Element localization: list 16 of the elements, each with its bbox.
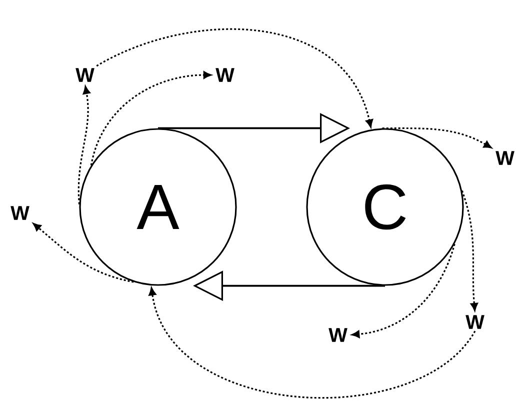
arrow bbox=[96, 28, 374, 128]
circle-node: A bbox=[79, 128, 237, 286]
arrow bbox=[461, 190, 478, 311]
arrow bbox=[32, 223, 134, 283]
letter-label: W bbox=[328, 328, 348, 342]
arrow bbox=[352, 244, 456, 338]
arrow bbox=[148, 287, 476, 398]
letter-label: W bbox=[10, 206, 30, 220]
letter-label: W bbox=[76, 68, 94, 82]
letter-label: W bbox=[496, 151, 514, 165]
letter-label: W bbox=[466, 315, 484, 329]
arrow bbox=[382, 127, 492, 148]
arrow bbox=[90, 71, 212, 166]
circle-node: C bbox=[306, 128, 464, 286]
letter-label: W bbox=[216, 68, 234, 82]
arrow bbox=[78, 86, 90, 204]
